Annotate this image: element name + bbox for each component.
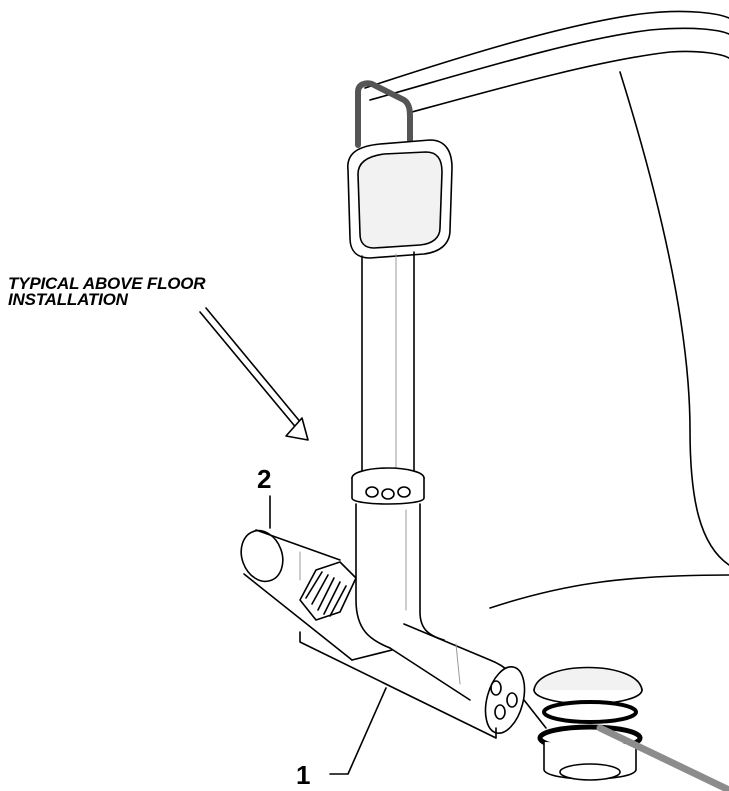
- overflow-tube: [361, 251, 415, 471]
- bathtub-outline: [364, 10, 729, 609]
- coupling-nut-lower: [484, 666, 526, 734]
- caption-line-1: TYPICAL ABOVE FLOOR: [8, 274, 206, 293]
- overflow-faceplate: [347, 139, 453, 259]
- waste-pipe-left: [240, 529, 353, 661]
- callout-1-bracket: [299, 631, 497, 775]
- caption-line-2: INSTALLATION: [8, 290, 128, 309]
- callout-number-2: 2: [257, 464, 272, 494]
- tee-body: [355, 503, 445, 649]
- overflow-strap: [355, 80, 413, 148]
- callout-number-1: 1: [296, 760, 311, 790]
- installation-caption: TYPICAL ABOVE FLOOR INSTALLATION: [8, 274, 206, 309]
- control-cable: [596, 724, 729, 791]
- caption-arrow: [199, 307, 309, 441]
- drain-stopper: [523, 666, 643, 781]
- coupling-nut-upper: [351, 467, 425, 505]
- threaded-coupling: [299, 561, 357, 621]
